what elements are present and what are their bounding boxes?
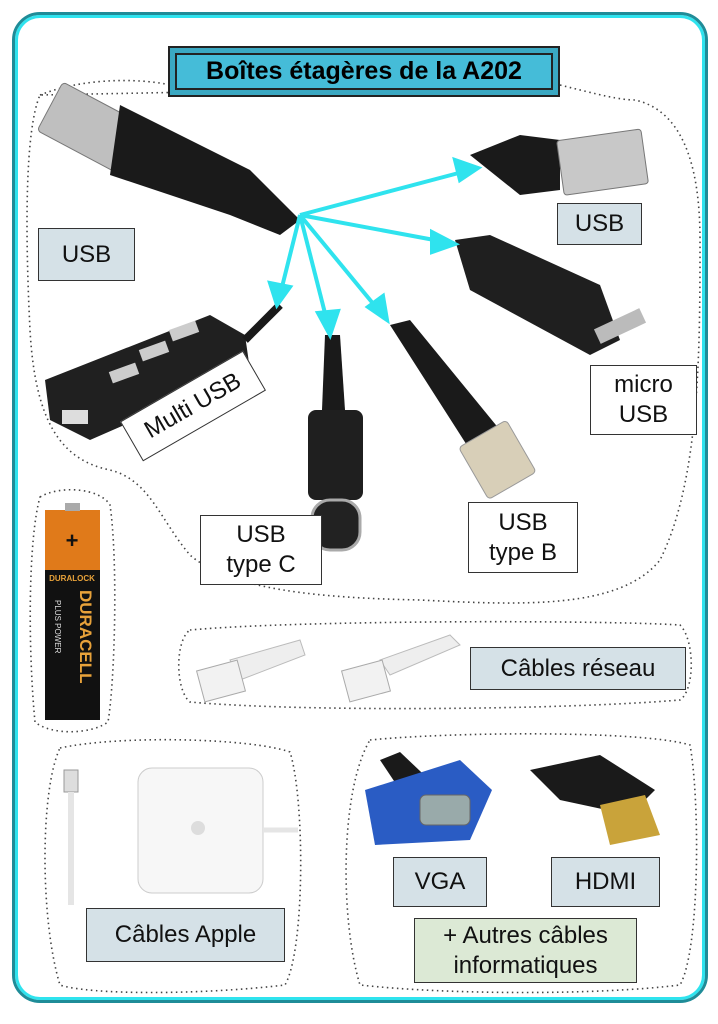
battery-brand: DURACELL (76, 590, 95, 684)
label-hdmi: HDMI (551, 857, 660, 907)
page-title: Boîtes étagères de la A202 (168, 46, 560, 97)
label-usb-right: USB (557, 203, 642, 245)
battery-region-outline (29, 488, 116, 733)
hdmi-connector-image (530, 755, 660, 845)
battery-duralock-text: DURALOCK (49, 574, 95, 583)
label-apple-cables: Câbles Apple (86, 908, 285, 962)
apple-charger-image (137, 767, 298, 894)
label-usb-type-c: USB type C (200, 515, 322, 585)
magsafe-cable-image (63, 769, 79, 905)
label-network-cables: Câbles réseau (470, 647, 686, 690)
network-region-outline (177, 620, 693, 710)
battery-plus: + (66, 528, 79, 553)
battery-plus-power-text: PLUS POWER (53, 600, 62, 654)
usb-c-image (308, 335, 363, 552)
vga-connector-image (365, 752, 492, 845)
rj45-cable-image-1 (195, 639, 306, 703)
page-frame (12, 12, 708, 1003)
label-usb-left: USB (38, 228, 135, 281)
usb-hub-image (45, 302, 283, 440)
usb-a-cable-image (38, 82, 300, 235)
arrows (267, 156, 483, 340)
label-vga: VGA (393, 857, 487, 907)
battery-image: + DURALOCK DURACELL PLUS POWER (45, 503, 100, 720)
label-usb-type-b: USB type B (468, 502, 578, 573)
micro-usb-image (455, 235, 647, 355)
label-other-cables: + Autres câbles informatiques (414, 918, 637, 983)
usb-region-outline (26, 79, 701, 604)
usb-a-small-image (470, 128, 649, 196)
rj45-cable-image-2 (340, 634, 461, 703)
label-micro-usb: micro USB (590, 365, 697, 435)
usb-b-image (390, 320, 536, 499)
